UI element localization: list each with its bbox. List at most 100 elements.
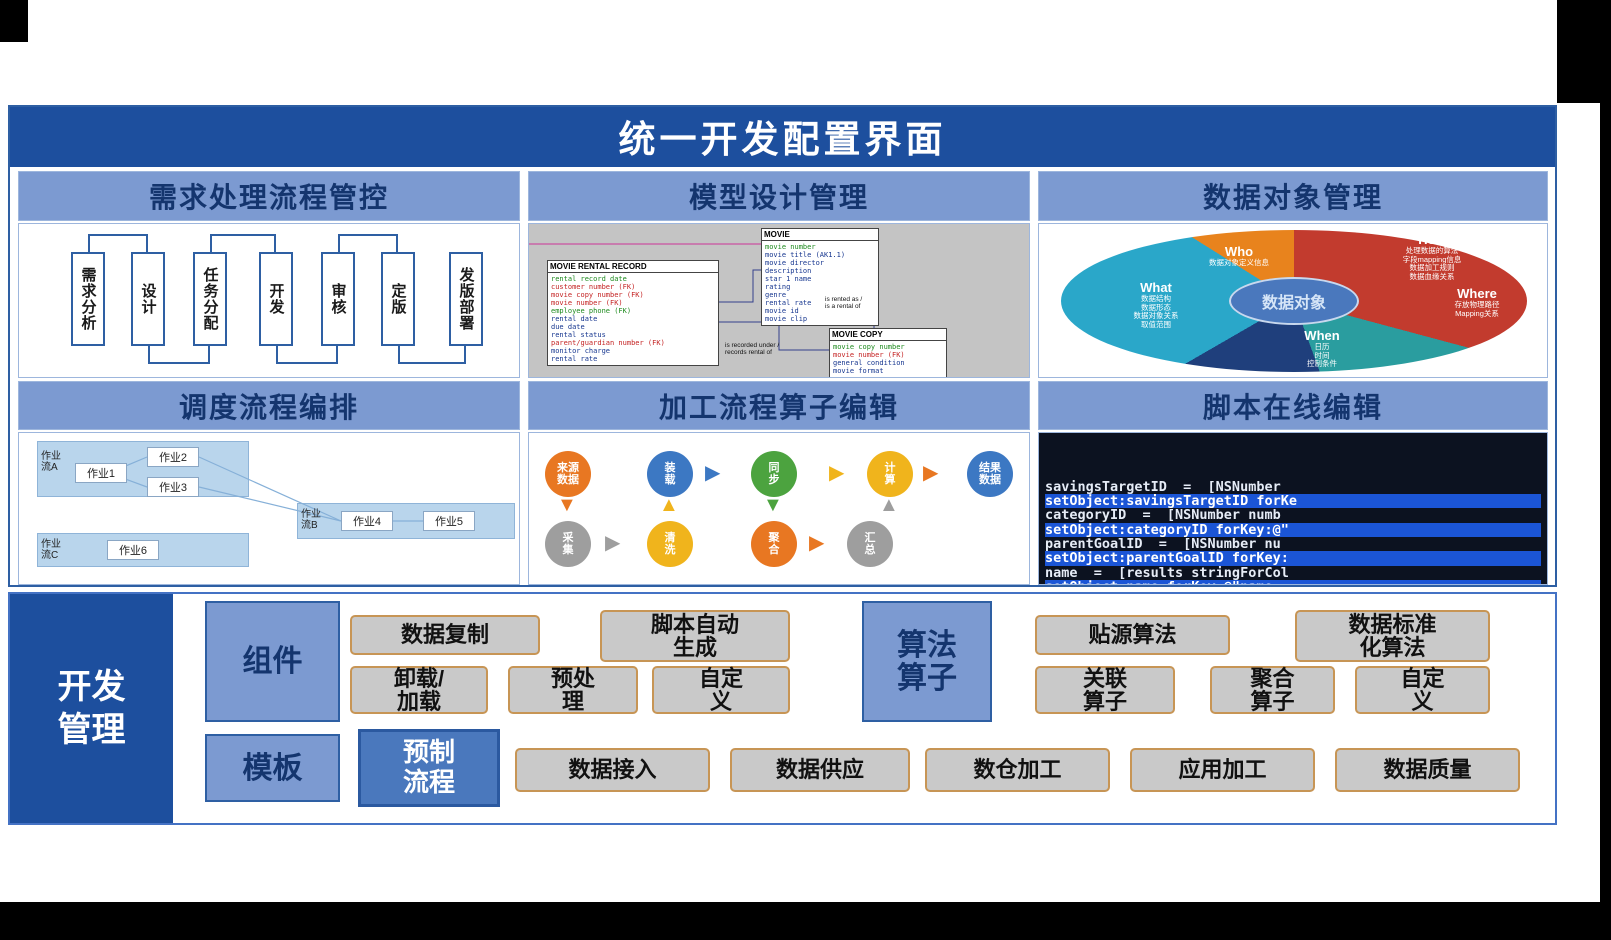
panel-title-operators: 加工流程算子编辑 <box>528 381 1030 430</box>
button-application-processing: 应用加工 <box>1130 748 1315 792</box>
code-line: setObject:parentGoalID forKey: <box>1045 551 1541 566</box>
pie-segment-when: When 日历 时间 控制条件 <box>1304 328 1340 368</box>
node-clean: 清 洗 <box>647 521 693 567</box>
button-warehouse-processing: 数仓加工 <box>925 748 1110 792</box>
code-line: parentGoalID = [NSNumber nu <box>1045 536 1281 553</box>
button-unload-load: 卸载/ 加载 <box>350 666 488 714</box>
er-row: movie title (AK1.1) <box>765 251 846 259</box>
dev-management-label: 开发 管理 <box>10 594 173 823</box>
flow-step-task-assignment: 任务分配 <box>193 252 227 346</box>
er-row: movie number <box>765 243 816 251</box>
code-line: setObject:name forKey:@"name <box>1045 580 1541 584</box>
er-row: due date <box>551 323 585 331</box>
job-box-2: 作业2 <box>147 447 199 467</box>
button-custom-operator: 自定 义 <box>1355 666 1490 714</box>
er-row: customer number (FK) <box>551 283 636 291</box>
node-result-data: 结果 数据 <box>967 451 1013 497</box>
arrow-right-icon: ▶ <box>923 462 939 484</box>
connector-bracket <box>210 234 276 252</box>
algorithm-group-label: 算法 算子 <box>862 601 992 722</box>
black-bar-right <box>1600 0 1611 940</box>
job-box-5: 作业5 <box>423 511 475 531</box>
arrow-right-icon: ▶ <box>809 532 825 554</box>
arrow-down-icon: ▼ <box>763 494 783 516</box>
node-collect: 采 集 <box>545 521 591 567</box>
flow-step-review: 审核 <box>321 252 355 346</box>
button-custom-component: 自定 义 <box>652 666 790 714</box>
pie-segment-what: What 数据结构 数据形态 数据对象关系 取值范围 <box>1133 280 1179 329</box>
requirements-flow-panel: 需求分析 设计 任务分配 开发 审核 定版 发版部署 <box>18 223 520 378</box>
job-flow-c <box>37 533 249 567</box>
button-data-supply: 数据供应 <box>730 748 910 792</box>
component-group-label: 组件 <box>205 601 340 722</box>
pie-center-label: 数据对象 <box>1229 277 1359 325</box>
button-aggregate-operator: 聚合 算子 <box>1210 666 1335 714</box>
button-join-operator: 关联 算子 <box>1035 666 1175 714</box>
arrow-up-icon: ▲ <box>879 494 899 516</box>
scheduling-panel: 作业 流A 作业 流B 作业 流C 作业1 作业2 作业3 作业4 作业5 作业… <box>18 432 520 585</box>
job-box-3: 作业3 <box>147 477 199 497</box>
er-row: description <box>765 267 812 275</box>
er-row: general condition <box>833 359 905 367</box>
er-row: rental rate <box>765 299 812 307</box>
er-row: movie copy number <box>833 343 905 351</box>
er-edge-label: is rented as / is a rental of <box>825 296 863 310</box>
pie-segment-where: Where 存放物理路径 Mapping关系 <box>1454 286 1500 318</box>
connector-bracket <box>88 234 148 252</box>
button-script-autogen: 脚本自动 生成 <box>600 610 790 662</box>
job-flow-b-label: 作业 流B <box>301 509 321 531</box>
button-data-quality: 数据质量 <box>1335 748 1520 792</box>
code-line: setObject:savingsTargetID forKe <box>1045 494 1541 508</box>
job-box-1: 作业1 <box>75 463 127 483</box>
job-box-4: 作业4 <box>341 511 393 531</box>
scheduling-connector-lines <box>108 456 423 522</box>
panel-title-requirements: 需求处理流程管控 <box>18 171 520 221</box>
flow-step-design: 设计 <box>131 252 165 346</box>
page-title: 统一开发配置界面 <box>8 105 1557 167</box>
job-flow-a-label: 作业 流A <box>41 451 61 473</box>
button-preprocess: 预处 理 <box>508 666 638 714</box>
er-row: movie format <box>833 367 884 375</box>
pie-segment-who: Who 数据对象定义信息 <box>1209 244 1269 267</box>
arrow-right-icon: ▶ <box>705 462 721 484</box>
node-compute: 计 算 <box>867 451 913 497</box>
job-flow-c-label: 作业 流C <box>41 539 61 561</box>
er-row: rental record date <box>551 275 627 283</box>
er-row: rating <box>765 283 791 291</box>
arrow-up-icon: ▲ <box>659 494 679 516</box>
node-sync: 同 步 <box>751 451 797 497</box>
button-source-algorithm: 贴源算法 <box>1035 615 1230 655</box>
er-row: star 1 name <box>765 275 812 283</box>
flow-step-development: 开发 <box>259 252 293 346</box>
arrow-right-icon: ▶ <box>605 532 621 554</box>
button-data-standardize-algorithm: 数据标准 化算法 <box>1295 610 1490 662</box>
er-row: rental date <box>551 315 598 323</box>
job-box-6: 作业6 <box>107 540 159 560</box>
flow-step-release-deploy: 发版部署 <box>449 252 483 346</box>
connector-bracket <box>398 346 466 364</box>
operators-panel: 来源 数据 装 载 同 步 计 算 结果 数据 采 集 清 洗 聚 合 汇 总 … <box>528 432 1030 585</box>
er-row: movie number (FK) <box>833 351 905 359</box>
arrow-right-icon: ▶ <box>829 462 845 484</box>
flow-step-finalize: 定版 <box>381 252 415 346</box>
er-table-title: MOVIE COPY <box>829 328 947 341</box>
button-data-copy: 数据复制 <box>350 615 540 655</box>
er-table-title: MOVIE RENTAL RECORD <box>547 260 719 273</box>
er-row: monitor charge <box>551 347 611 355</box>
panel-title-data-objects: 数据对象管理 <box>1038 171 1548 221</box>
panel-title-scheduling: 调度流程编排 <box>18 381 520 430</box>
er-row: movie clip <box>765 315 808 323</box>
er-row: movie director <box>765 259 825 267</box>
node-aggregate: 聚 合 <box>751 521 797 567</box>
er-edge-label: is recorded under / records rental of <box>725 342 780 356</box>
prebuilt-pipeline-label: 预制 流程 <box>358 729 500 807</box>
button-data-ingestion: 数据接入 <box>515 748 710 792</box>
